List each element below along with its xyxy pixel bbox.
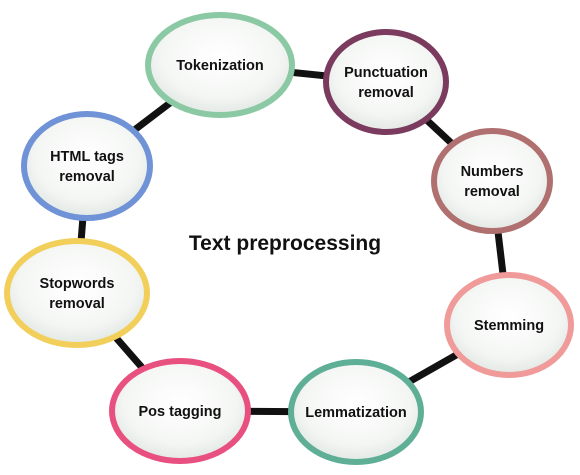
node-pos: Pos tagging <box>109 358 251 464</box>
node-stopwords-label: removal <box>49 296 105 312</box>
node-stopwords: Stopwords removal <box>4 238 150 348</box>
center-title: Text preprocessing <box>188 232 382 255</box>
node-numbers-label: Numbers <box>461 164 524 180</box>
node-punctuation-circle <box>323 29 449 135</box>
node-numbers: Numbers removal <box>431 128 553 234</box>
node-html-label: HTML tags <box>50 149 124 165</box>
node-stemming-circle <box>444 272 574 378</box>
node-stemming: Stemming <box>444 272 574 378</box>
node-numbers-circle <box>431 128 553 234</box>
node-stopwords-circle <box>4 238 150 348</box>
node-numbers-label: removal <box>464 184 520 200</box>
node-lemmatization: Lemmatization <box>288 359 424 465</box>
node-pos-label: Pos tagging <box>139 404 222 420</box>
node-html: HTML tags removal <box>21 111 153 221</box>
node-lemmatization-label: Lemmatization <box>305 405 407 421</box>
node-stemming-label: Stemming <box>474 318 544 334</box>
node-lemmatization-circle <box>288 359 424 465</box>
node-tokenization-label: Tokenization <box>176 58 264 74</box>
node-html-circle <box>21 111 153 221</box>
node-punctuation-label: Punctuation <box>344 65 428 81</box>
node-tokenization-circle <box>145 12 295 118</box>
node-punctuation: Punctuation removal <box>323 29 449 135</box>
node-stopwords-label: Stopwords <box>40 276 115 292</box>
node-html-label: removal <box>59 169 115 185</box>
node-tokenization: Tokenization <box>145 12 295 118</box>
node-punctuation-label: removal <box>358 85 414 101</box>
node-pos-circle <box>109 358 251 464</box>
